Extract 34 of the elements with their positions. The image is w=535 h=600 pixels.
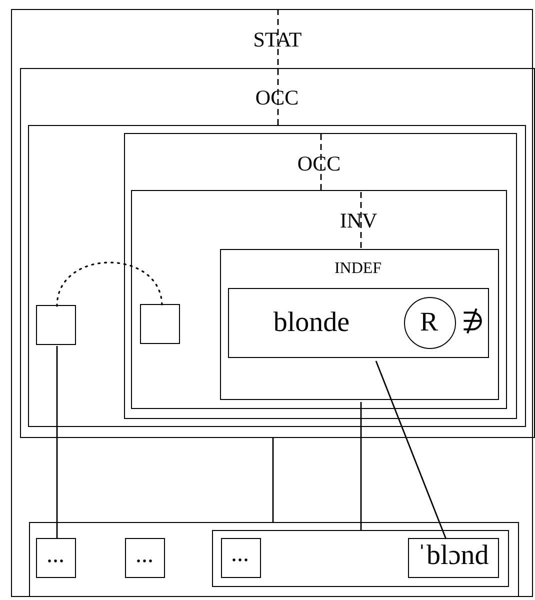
dashed-connector <box>360 192 362 251</box>
nested-box <box>11 9 533 597</box>
nested-box <box>228 288 489 358</box>
symbol-label: ∌ <box>462 309 484 335</box>
node-label: R <box>420 308 438 336</box>
node-label: ... <box>231 542 249 566</box>
empty-box <box>212 530 509 587</box>
nested-box <box>131 190 507 409</box>
nested-box <box>125 538 165 578</box>
nested-box <box>220 538 260 578</box>
node-label: INDEF <box>334 261 382 277</box>
node-label: OCC <box>297 154 341 174</box>
empty-box <box>36 304 76 344</box>
dotted-connector <box>56 262 163 307</box>
nested-box <box>36 538 76 578</box>
empty-box <box>140 304 180 344</box>
nested-box <box>124 132 516 418</box>
node-label: ˈblɔnd <box>417 542 489 570</box>
node-label: INV <box>340 210 378 231</box>
connector-line <box>272 438 274 522</box>
nested-box <box>408 538 498 578</box>
node-label: ... <box>136 542 154 566</box>
connector-line <box>56 346 58 539</box>
node-label: STAT <box>253 29 302 50</box>
dashed-connector <box>320 134 322 192</box>
empty-box <box>28 125 526 427</box>
node-label: OCC <box>255 88 299 108</box>
empty-box <box>28 522 518 596</box>
node-label: blonde <box>273 308 350 336</box>
connector-line <box>360 402 362 531</box>
dashed-connector <box>277 9 279 126</box>
nested-box <box>220 248 498 400</box>
nested-box <box>20 68 534 438</box>
node-label: ... <box>46 542 64 566</box>
